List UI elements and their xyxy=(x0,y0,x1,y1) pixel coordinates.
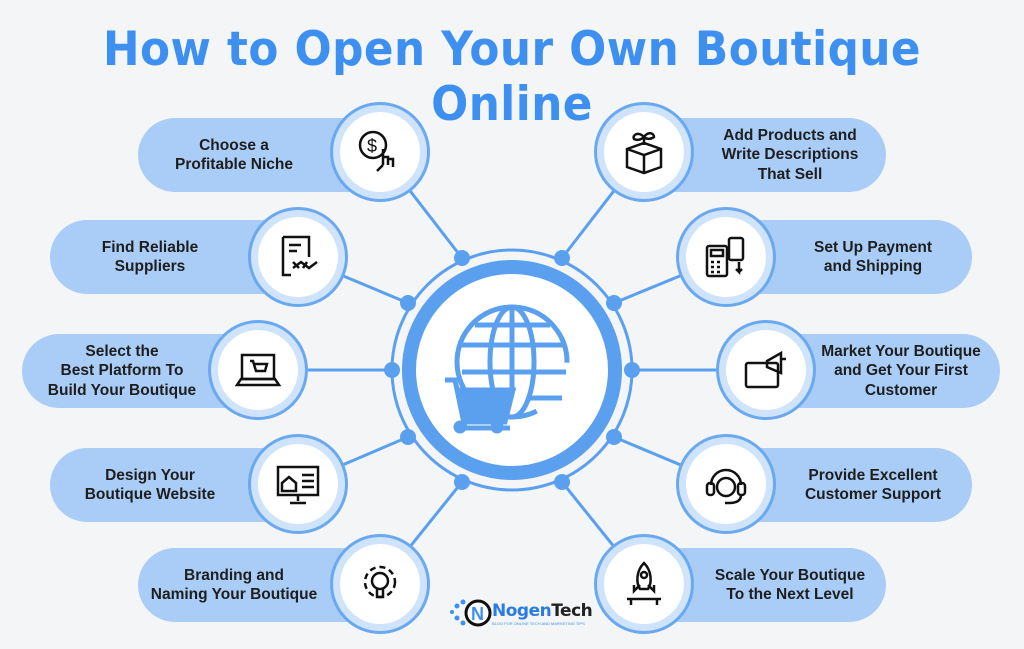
laptop-cart-icon xyxy=(234,353,282,387)
logo-tagline: BLOG FOR ONLINE TECH AND MARKETING TIPS xyxy=(492,620,585,626)
logo-name-suffix: Tech xyxy=(551,600,593,621)
step-label: Add Products and Write Descriptions That… xyxy=(721,126,859,183)
dollar-hand-icon: $ xyxy=(358,130,395,172)
megaphone-icon xyxy=(744,350,786,389)
step-label: Provide Excellent Customer Support xyxy=(804,466,942,504)
step-icon-badge xyxy=(716,320,816,420)
rocket-icon xyxy=(627,561,661,605)
pos-card-icon xyxy=(705,236,745,278)
step-label: Market Your Boutique and Get Your First … xyxy=(821,342,981,399)
website-layout-icon xyxy=(276,465,320,505)
step-icon-badge xyxy=(330,534,430,634)
page-title: How to Open Your Own Boutique Online xyxy=(102,22,922,132)
globe-shopping-cart-icon xyxy=(445,304,570,434)
step-label: Choose a Profitable Niche xyxy=(175,136,293,174)
step-label: Scale Your Boutique To the Next Level xyxy=(714,566,866,604)
step-icon-badge xyxy=(248,434,348,534)
gear-bulb-icon xyxy=(363,565,397,599)
step-label: Set Up Payment and Shipping xyxy=(813,238,932,276)
step-icon-badge xyxy=(594,534,694,634)
connector-nodes xyxy=(384,250,640,490)
step-label: Branding and Naming Your Boutique xyxy=(150,566,318,604)
step-label: Select the Best Platform To Build Your B… xyxy=(47,342,197,399)
step-icon-badge xyxy=(594,102,694,202)
contract-handshake-icon xyxy=(281,235,318,277)
step-label: Design Your Boutique Website xyxy=(84,466,216,504)
step-icon-badge xyxy=(208,320,308,420)
headset-icon xyxy=(705,468,747,505)
nogentech-logo: N NogenTech BLOG FOR ONLINE TECH AND MAR… xyxy=(448,598,593,628)
logo-name: Nogen xyxy=(492,600,552,621)
step-icon-badge: $ xyxy=(330,102,430,202)
step-icon-badge xyxy=(676,434,776,534)
logo-mark-icon: N xyxy=(450,599,492,627)
svg-text:N: N xyxy=(471,604,484,624)
step-label: Find Reliable Suppliers xyxy=(101,238,199,276)
step-icon-badge xyxy=(676,207,776,307)
svg-text:$: $ xyxy=(367,136,377,156)
box-sprout-icon xyxy=(625,132,663,175)
step-icon-badge xyxy=(248,207,348,307)
